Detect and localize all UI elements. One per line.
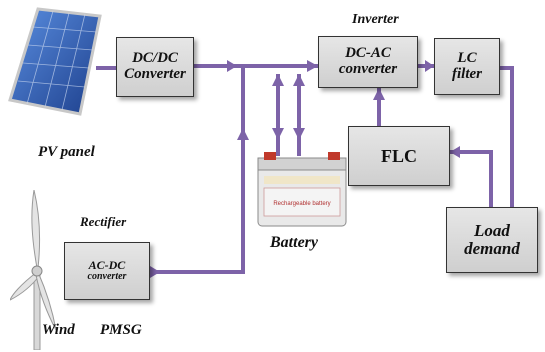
pv-panel-icon xyxy=(8,7,102,116)
arrow-into-dcac xyxy=(307,60,318,72)
line-lc-out xyxy=(500,66,514,70)
line-output-vertical xyxy=(510,68,514,208)
wind-label: Wind xyxy=(42,322,75,338)
dcac-line-2: converter xyxy=(338,61,398,77)
lc-line-1: LC xyxy=(457,49,477,66)
arrow-into-flc xyxy=(450,146,460,158)
arrow-on-bus xyxy=(227,60,237,72)
line-battery-left xyxy=(276,74,280,156)
arrow-battery-down-up xyxy=(293,74,305,86)
acdc-line-1: AC-DC xyxy=(88,258,126,273)
arrow-battery-down-right xyxy=(293,128,305,140)
lc-line-2: filter xyxy=(452,65,482,82)
flc-block: FLC xyxy=(348,126,450,186)
inverter-label: Inverter xyxy=(352,12,399,27)
line-feedback-vertical xyxy=(489,150,493,208)
arrow-rectifier-out xyxy=(150,266,160,278)
line-dc-bus xyxy=(193,64,318,68)
battery-label: Battery xyxy=(270,234,318,251)
arrow-battery-down-left xyxy=(272,128,284,140)
arrow-battery-up xyxy=(272,74,284,86)
line-flc-to-inverter xyxy=(377,86,381,128)
pmsg-label: PMSG xyxy=(100,322,142,338)
flc-text: FLC xyxy=(381,145,417,166)
dcdc-line-2: Converter xyxy=(124,66,186,82)
wind-turbine-icon xyxy=(10,190,57,350)
load-line-2: demand xyxy=(464,239,520,258)
line-bus-vertical-left xyxy=(241,66,245,272)
dcac-line-1: DC-AC xyxy=(345,45,391,62)
battery-icon: Rechargeable battery xyxy=(257,152,347,227)
rectifier-label: Rectifier xyxy=(80,214,127,229)
pv-panel-label: PV panel xyxy=(38,144,95,160)
line-pv-to-dcdc xyxy=(96,66,116,70)
load-line-1: Load xyxy=(474,221,510,241)
line-rectifier-to-bus xyxy=(150,270,245,274)
arrow-up-rectifier xyxy=(237,128,249,140)
line-battery-right xyxy=(297,74,301,156)
dcdc-line-1: DC/DC xyxy=(132,50,178,67)
line-feedback-horizontal xyxy=(450,150,493,154)
acdc-line-2: converter xyxy=(87,271,127,283)
arrow-flc-to-inverter xyxy=(373,88,385,100)
arrow-into-lc xyxy=(425,60,434,72)
battery-icon-text: Rechargeable battery xyxy=(273,201,330,207)
